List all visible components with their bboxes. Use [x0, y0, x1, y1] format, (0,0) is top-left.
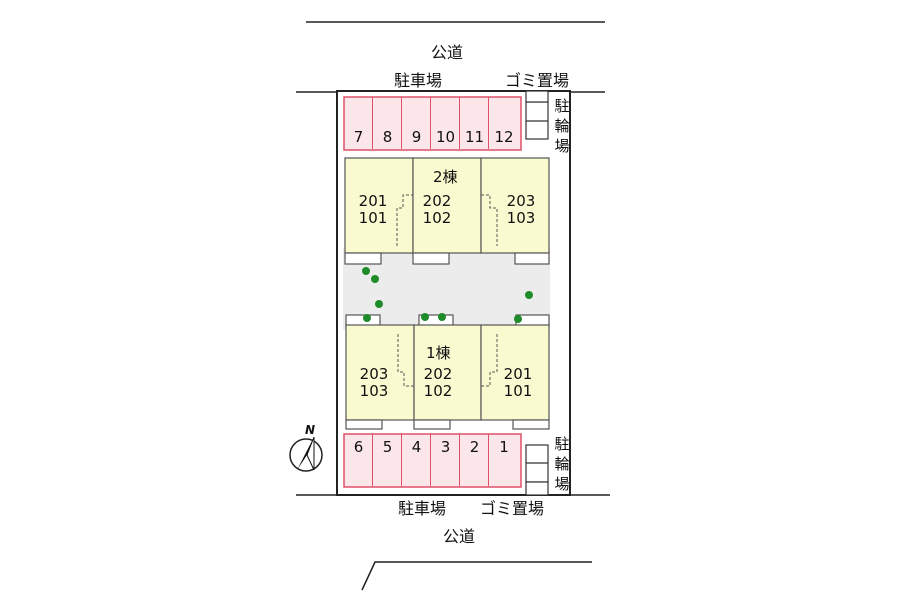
tree [514, 315, 522, 323]
parking-stall-4: 4 [403, 434, 431, 486]
parking-row-top [343, 96, 522, 151]
compass-north-label: N [305, 423, 316, 437]
north-compass-icon [289, 436, 323, 472]
balcony [345, 314, 381, 327]
unit-label-lower: 103 [506, 209, 536, 227]
unit-label-upper: 203 [506, 192, 536, 210]
parking-stall-11: 11 [461, 97, 489, 149]
bicycle-label-bottom-1: 輪 [554, 455, 570, 473]
bicycle-label-bottom-2: 場 [554, 475, 570, 493]
parking-stall-5: 5 [374, 434, 402, 486]
unit-label-lower: 102 [422, 209, 452, 227]
building-1-stairs [397, 334, 498, 387]
unit-label-upper: 201 [358, 192, 388, 210]
tree [525, 291, 533, 299]
bicycle-label-top-2: 場 [554, 137, 570, 155]
road-label-bottom: 公道 [443, 527, 476, 546]
parking-stall-9: 9 [403, 97, 431, 149]
entrance [413, 419, 451, 430]
garbage-label-top: ゴミ置場 [505, 71, 570, 90]
unit-label-lower: 101 [503, 382, 533, 400]
garbage-label-bottom: ゴミ置場 [480, 499, 545, 518]
trees [362, 267, 533, 323]
road-label-top: 公道 [431, 43, 464, 62]
entrance [345, 419, 383, 430]
stair-outline [481, 194, 498, 246]
stair-outline [397, 334, 414, 387]
building-1-entrances [345, 419, 550, 430]
bicycle-label-top-1: 輪 [554, 117, 570, 135]
stair-outline [396, 194, 413, 246]
tree [421, 313, 429, 321]
building-2-stairs [396, 194, 498, 246]
unit-label-lower: 103 [359, 382, 389, 400]
unit-label-lower: 101 [358, 209, 388, 227]
tree [371, 275, 379, 283]
unit-block [480, 157, 550, 254]
tree [438, 313, 446, 321]
garbage-box-top [525, 90, 549, 103]
unit-block [413, 324, 482, 421]
tree [362, 267, 370, 275]
balcony [344, 252, 382, 265]
building-2 [344, 157, 550, 254]
tree [375, 300, 383, 308]
unit-label-upper: 201 [503, 365, 533, 383]
building-1 [345, 324, 550, 421]
parking-stall-12: 12 [494, 128, 514, 146]
stair-outline [481, 334, 498, 387]
building-1-name: 1棟 [426, 344, 451, 362]
unit-label-upper: 202 [422, 192, 452, 210]
road-edge-bottom [361, 561, 592, 591]
entrance [512, 419, 550, 430]
compass-needle-light [306, 436, 315, 471]
parking-stall-10: 10 [432, 97, 460, 149]
bicycle-label-top-0: 駐 [554, 97, 570, 115]
parking-label-top: 駐車場 [394, 71, 443, 90]
parking-stall-3: 3 [432, 434, 460, 486]
compass-needle-dark [297, 437, 314, 470]
garbage-box-bottom [525, 481, 549, 496]
parking-label-bottom: 駐車場 [398, 499, 447, 518]
balcony [412, 252, 450, 265]
balcony [514, 252, 550, 265]
tree [363, 314, 371, 322]
building-2-name: 2棟 [433, 168, 458, 186]
parking-stall-2: 2 [461, 434, 489, 486]
bicycle-label-bottom-0: 駐 [554, 435, 570, 453]
parking-row-bottom [343, 433, 522, 488]
unit-label-upper: 203 [359, 365, 389, 383]
unit-label-lower: 102 [423, 382, 453, 400]
parking-stall-6: 6 [345, 434, 373, 486]
parking-stall-7: 7 [345, 97, 373, 149]
parking-stall-8: 8 [374, 97, 402, 149]
unit-label-upper: 202 [423, 365, 453, 383]
parking-stall-1: 1 [499, 438, 509, 456]
building-2-balconies [344, 252, 550, 265]
